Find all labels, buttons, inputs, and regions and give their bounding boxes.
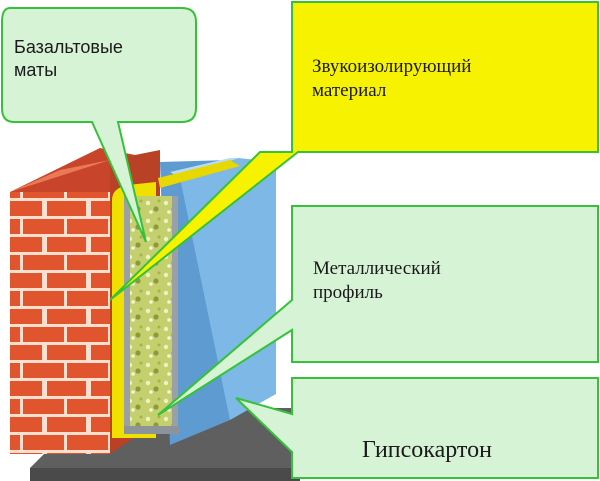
label-metal-line-2: профиль [313, 281, 383, 303]
label-gypsum-board: Гипсокартон [362, 437, 492, 463]
label-basalt-mats: Базальтовые маты [14, 36, 123, 81]
callout-metal-profile [157, 205, 599, 416]
label-soundproof-material: Звукоизолирующий материал [312, 55, 471, 103]
label-metal-line-1: Металлический [313, 258, 441, 279]
label-metal-profile: Металлический профиль [313, 257, 441, 305]
label-basalt-line-2: маты [14, 59, 58, 80]
label-basalt-line-1: Базальтовые [14, 37, 123, 57]
callout-soundproof [109, 1, 599, 301]
label-sound-line-2: материал [312, 79, 387, 101]
basalt-insulation [124, 196, 180, 434]
callout-gypsum [235, 377, 599, 479]
callout-basalt [1, 7, 197, 243]
label-sound-line-1: Звукоизолирующий [312, 56, 472, 77]
